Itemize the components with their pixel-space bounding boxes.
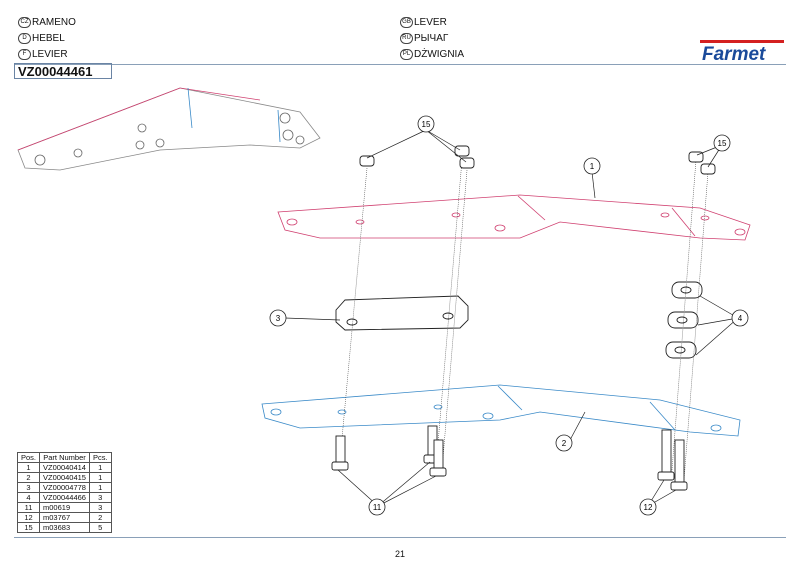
lang-text: РЫЧАГ [414,33,449,44]
cell-pos: 4 [16,492,41,503]
cell-pcs: 2 [88,512,112,523]
callout-3: 3 [269,309,287,327]
lang-code: PL [400,49,413,60]
callout-15b: 15 [713,134,731,152]
overview-lever [17,87,321,171]
svg-text:12: 12 [644,503,653,512]
svg-text:4: 4 [738,314,743,323]
lang-text: HEBEL [32,33,65,44]
cell-part-number: VZ00004778 [39,482,90,493]
cell-part-number: VZ00040414 [39,462,90,473]
callout-4: 4 [731,309,749,327]
cell-pos: 1 [16,462,41,473]
cell-pcs: 3 [88,492,112,503]
table-header: Pos. Part Number Pcs. [16,452,112,463]
callout-2: 2 [555,434,573,452]
svg-text:11: 11 [373,503,382,512]
svg-text:3: 3 [276,314,281,323]
lang-code: RU [400,33,413,44]
svg-text:2: 2 [562,439,567,448]
cell-part-number: m03767 [39,512,90,523]
footer-divider [14,537,786,538]
lang-code: CZ [18,17,31,28]
lang-text: LEVER [414,17,447,28]
page-number: 21 [394,549,405,559]
cell-pos: 2 [16,472,41,483]
callout-11: 11 [368,498,386,516]
cell-pos: 12 [16,512,41,523]
callout-12: 12 [639,498,657,516]
cell-pos: 11 [16,502,41,513]
cell-part-number: m03683 [39,522,90,533]
cell-pcs: 1 [88,482,112,493]
cell-pos: 15 [16,522,41,533]
lang-code: D [18,33,31,44]
header-part-number: Part Number [39,452,90,463]
svg-text:Farmet: Farmet [702,44,766,62]
lang-text: DŻWIGNIA [414,49,464,60]
spacer-block [335,295,469,331]
lang-text: LEVIER [32,49,68,60]
nuts [359,145,716,175]
cell-pos: 3 [16,482,41,493]
cell-pcs: 1 [88,462,112,473]
cell-part-number: m00619 [39,502,90,513]
assembly-axes [339,159,709,481]
svg-text:1: 1 [590,162,595,171]
callout-15a: 15 [417,115,435,133]
header-pcs: Pcs. [88,452,112,463]
lang-code: F [18,49,31,60]
callout-1: 1 [583,157,601,175]
svg-text:15: 15 [718,139,727,148]
cell-pcs: 3 [88,502,112,513]
lower-lever [261,384,741,437]
farmet-logo: Farmet [700,40,784,62]
cell-pcs: 1 [88,472,112,483]
cell-pcs: 5 [88,522,112,533]
header-divider [14,64,786,65]
header-pos: Pos. [16,452,41,463]
exploded-drawing: 15 15 1 3 4 2 11 12 [17,87,751,516]
svg-text:15: 15 [422,120,431,129]
lang-text: RAMENO [32,17,76,28]
part-number: VZ00044461 [14,63,112,79]
upper-lever [277,194,751,241]
lang-code: GB [400,17,413,28]
bolts [331,425,688,491]
cell-part-number: VZ00040415 [39,472,90,483]
cell-part-number: VZ00044466 [39,492,90,503]
